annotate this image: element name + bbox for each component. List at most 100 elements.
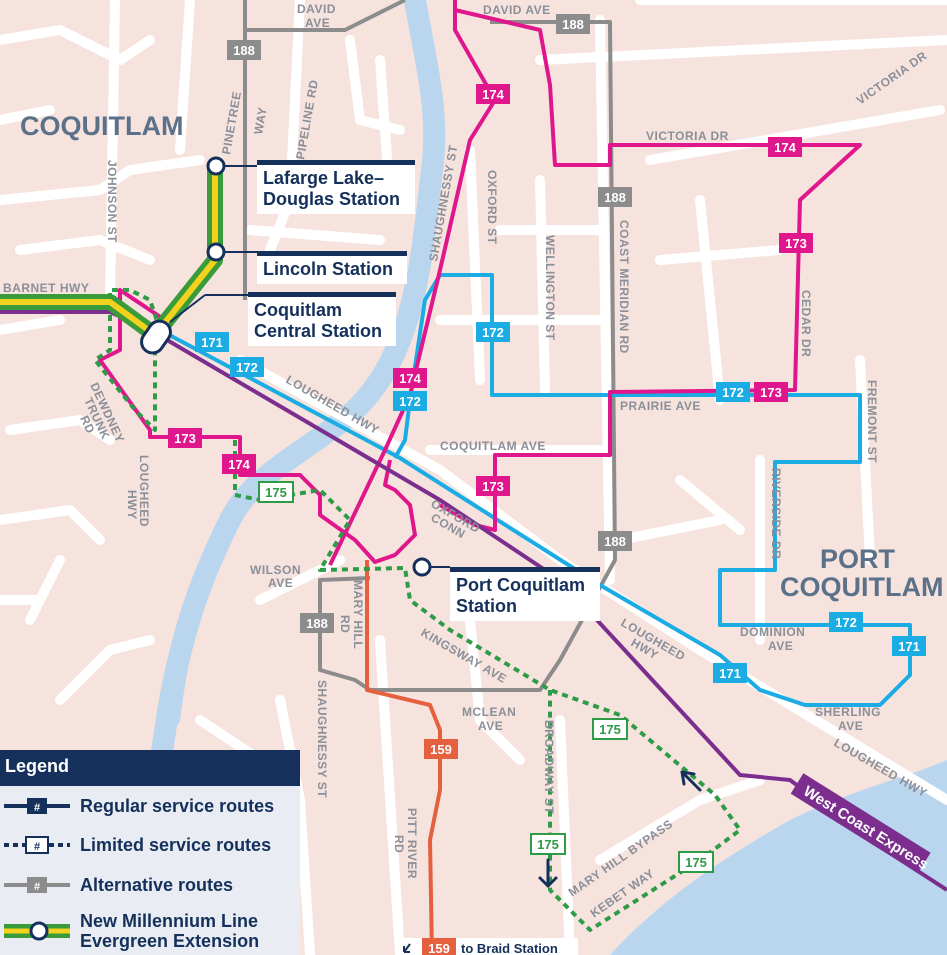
route-172-badge[interactable]: 172 bbox=[716, 382, 750, 402]
port-coquitlam-station-line-2: Station bbox=[456, 596, 517, 616]
route-175-badge[interactable]: 175 bbox=[530, 833, 566, 855]
route-188-badge[interactable]: 188 bbox=[598, 531, 632, 551]
route-173-badge[interactable]: 173 bbox=[168, 428, 202, 448]
lafarge-station-label[interactable]: Lafarge Lake– Douglas Station bbox=[257, 160, 415, 214]
street-cedar: CEDAR DR bbox=[799, 290, 813, 357]
route-159-line bbox=[365, 560, 442, 955]
svg-text:173: 173 bbox=[174, 431, 196, 446]
route-172-badge[interactable]: 172 bbox=[476, 322, 510, 342]
svg-text:172: 172 bbox=[482, 325, 504, 340]
legend-alternative-label: Alternative routes bbox=[80, 875, 234, 895]
street-victoria-dr: VICTORIA DR bbox=[646, 129, 729, 143]
route-174-badge[interactable]: 174 bbox=[393, 368, 427, 388]
fraser-river bbox=[610, 760, 947, 955]
lincoln-station-label[interactable]: Lincoln Station bbox=[257, 251, 407, 284]
svg-text:175: 175 bbox=[537, 837, 559, 852]
route-188-badge[interactable]: 188 bbox=[300, 613, 334, 633]
svg-text:171: 171 bbox=[719, 666, 741, 681]
street-wellington: WELLINGTON ST bbox=[543, 235, 557, 341]
svg-text:188: 188 bbox=[562, 17, 584, 32]
route-172-badge[interactable]: 172 bbox=[829, 612, 863, 632]
legend-evergreen-line-1: New Millennium Line bbox=[80, 911, 259, 931]
svg-text:188: 188 bbox=[604, 534, 626, 549]
street-dominion-1: DOMINION bbox=[740, 625, 805, 639]
route-159-badge[interactable]: 159 bbox=[424, 739, 458, 759]
port-coquitlam-station-line-1: Port Coquitlam bbox=[456, 575, 585, 595]
street-coquitlam-ave: COQUITLAM AVE bbox=[440, 439, 546, 453]
street-johnson: JOHNSON ST bbox=[105, 160, 119, 243]
route-174-badge[interactable]: 174 bbox=[222, 454, 256, 474]
svg-text:172: 172 bbox=[399, 394, 421, 409]
street-prairie: PRAIRIE AVE bbox=[620, 399, 701, 413]
route-174-badge[interactable]: 174 bbox=[476, 84, 510, 104]
lincoln-station-marker[interactable] bbox=[206, 242, 226, 262]
route-173-174-line bbox=[98, 0, 862, 566]
svg-text:171: 171 bbox=[898, 639, 920, 654]
alternative-route-sample: # bbox=[4, 877, 70, 893]
evergreen-sample bbox=[4, 921, 70, 941]
street-mclean-2: AVE bbox=[478, 719, 503, 733]
svg-text:171: 171 bbox=[201, 335, 223, 350]
route-188-badge[interactable]: 188 bbox=[598, 187, 632, 207]
street-david-ave-top: DAVID AVE bbox=[483, 3, 551, 17]
route-159-braid-badge: 159 bbox=[428, 941, 450, 955]
legend-evergreen-label: New Millennium Line Evergreen Extension bbox=[80, 911, 259, 951]
route-171-badge[interactable]: 171 bbox=[713, 663, 747, 683]
port-coquitlam-station-label[interactable]: Port Coquitlam Station bbox=[450, 567, 600, 621]
street-david-ave-1: DAVID bbox=[297, 2, 336, 16]
svg-text:173: 173 bbox=[760, 385, 782, 400]
street-pinetree-2: WAY bbox=[251, 106, 270, 136]
limited-sample-symbol: # bbox=[34, 841, 40, 853]
legend-limited-label: Limited service routes bbox=[80, 835, 272, 855]
street-lougheed-s2: HWY bbox=[125, 490, 139, 520]
street-coast-meridian: COAST MERIDIAN RD bbox=[617, 220, 631, 354]
route-172-badge[interactable]: 172 bbox=[230, 357, 264, 377]
regular-route-sample: # bbox=[4, 798, 70, 814]
limited-route-sample: # bbox=[4, 836, 70, 854]
coquitlam-central-station-label[interactable]: Coquitlam Central Station bbox=[248, 292, 396, 346]
svg-text:188: 188 bbox=[233, 43, 255, 58]
street-sherling-1: SHERLING bbox=[815, 705, 881, 719]
svg-text:175: 175 bbox=[599, 722, 621, 737]
route-173-badge[interactable]: 173 bbox=[754, 382, 788, 402]
legend-row-evergreen: New Millennium Line Evergreen Extension bbox=[0, 911, 300, 951]
route-188-badge[interactable]: 188 bbox=[556, 14, 590, 34]
port-coquitlam-label-1: PORT bbox=[820, 544, 896, 574]
route-172-badge[interactable]: 172 bbox=[393, 391, 427, 411]
regular-sample-symbol: # bbox=[34, 802, 40, 814]
coquitlam-central-line-1: Coquitlam bbox=[254, 300, 342, 320]
coquitlam-central-station-marker[interactable] bbox=[137, 317, 175, 357]
route-175-badge[interactable]: 175 bbox=[258, 481, 294, 503]
svg-text:173: 173 bbox=[785, 236, 807, 251]
route-173-badge[interactable]: 173 bbox=[779, 233, 813, 253]
street-dominion-2: AVE bbox=[768, 639, 793, 653]
port-coquitlam-station-marker[interactable] bbox=[412, 557, 432, 577]
street-pitt-river-2: RD bbox=[392, 835, 406, 853]
route-173-badge[interactable]: 173 bbox=[476, 476, 510, 496]
svg-text:159: 159 bbox=[430, 742, 452, 757]
svg-text:174: 174 bbox=[774, 140, 796, 155]
to-braid-marker: 159 to Braid Station bbox=[398, 938, 578, 955]
route-171-badge[interactable]: 171 bbox=[195, 332, 229, 352]
lafarge-station-marker[interactable] bbox=[206, 156, 226, 176]
street-riverside: RIVERSIDE DR bbox=[769, 468, 783, 559]
street-mary-hill-rd-2: RD bbox=[338, 615, 352, 633]
arrow-down-icon bbox=[538, 858, 558, 888]
svg-text:174: 174 bbox=[482, 87, 504, 102]
street-oxford-st: OXFORD ST bbox=[485, 170, 499, 245]
street-mclean-1: MCLEAN bbox=[462, 705, 516, 719]
route-188-badge[interactable]: 188 bbox=[227, 40, 261, 60]
coquitlam-central-line-2: Central Station bbox=[254, 321, 383, 341]
route-175-badge[interactable]: 175 bbox=[592, 718, 628, 740]
station-leaders bbox=[169, 165, 450, 568]
water bbox=[134, 0, 446, 955]
route-175-badge[interactable]: 175 bbox=[678, 851, 714, 873]
route-171-badge[interactable]: 171 bbox=[892, 636, 926, 656]
route-badges: 188 188 188 188 188 174 174 174 174 173 … bbox=[168, 14, 926, 873]
arrow-down-left-icon bbox=[403, 943, 411, 953]
route-174-badge[interactable]: 174 bbox=[768, 137, 802, 157]
svg-text:172: 172 bbox=[236, 360, 258, 375]
svg-text:175: 175 bbox=[685, 855, 707, 870]
arrow-up-left-icon bbox=[680, 770, 702, 792]
